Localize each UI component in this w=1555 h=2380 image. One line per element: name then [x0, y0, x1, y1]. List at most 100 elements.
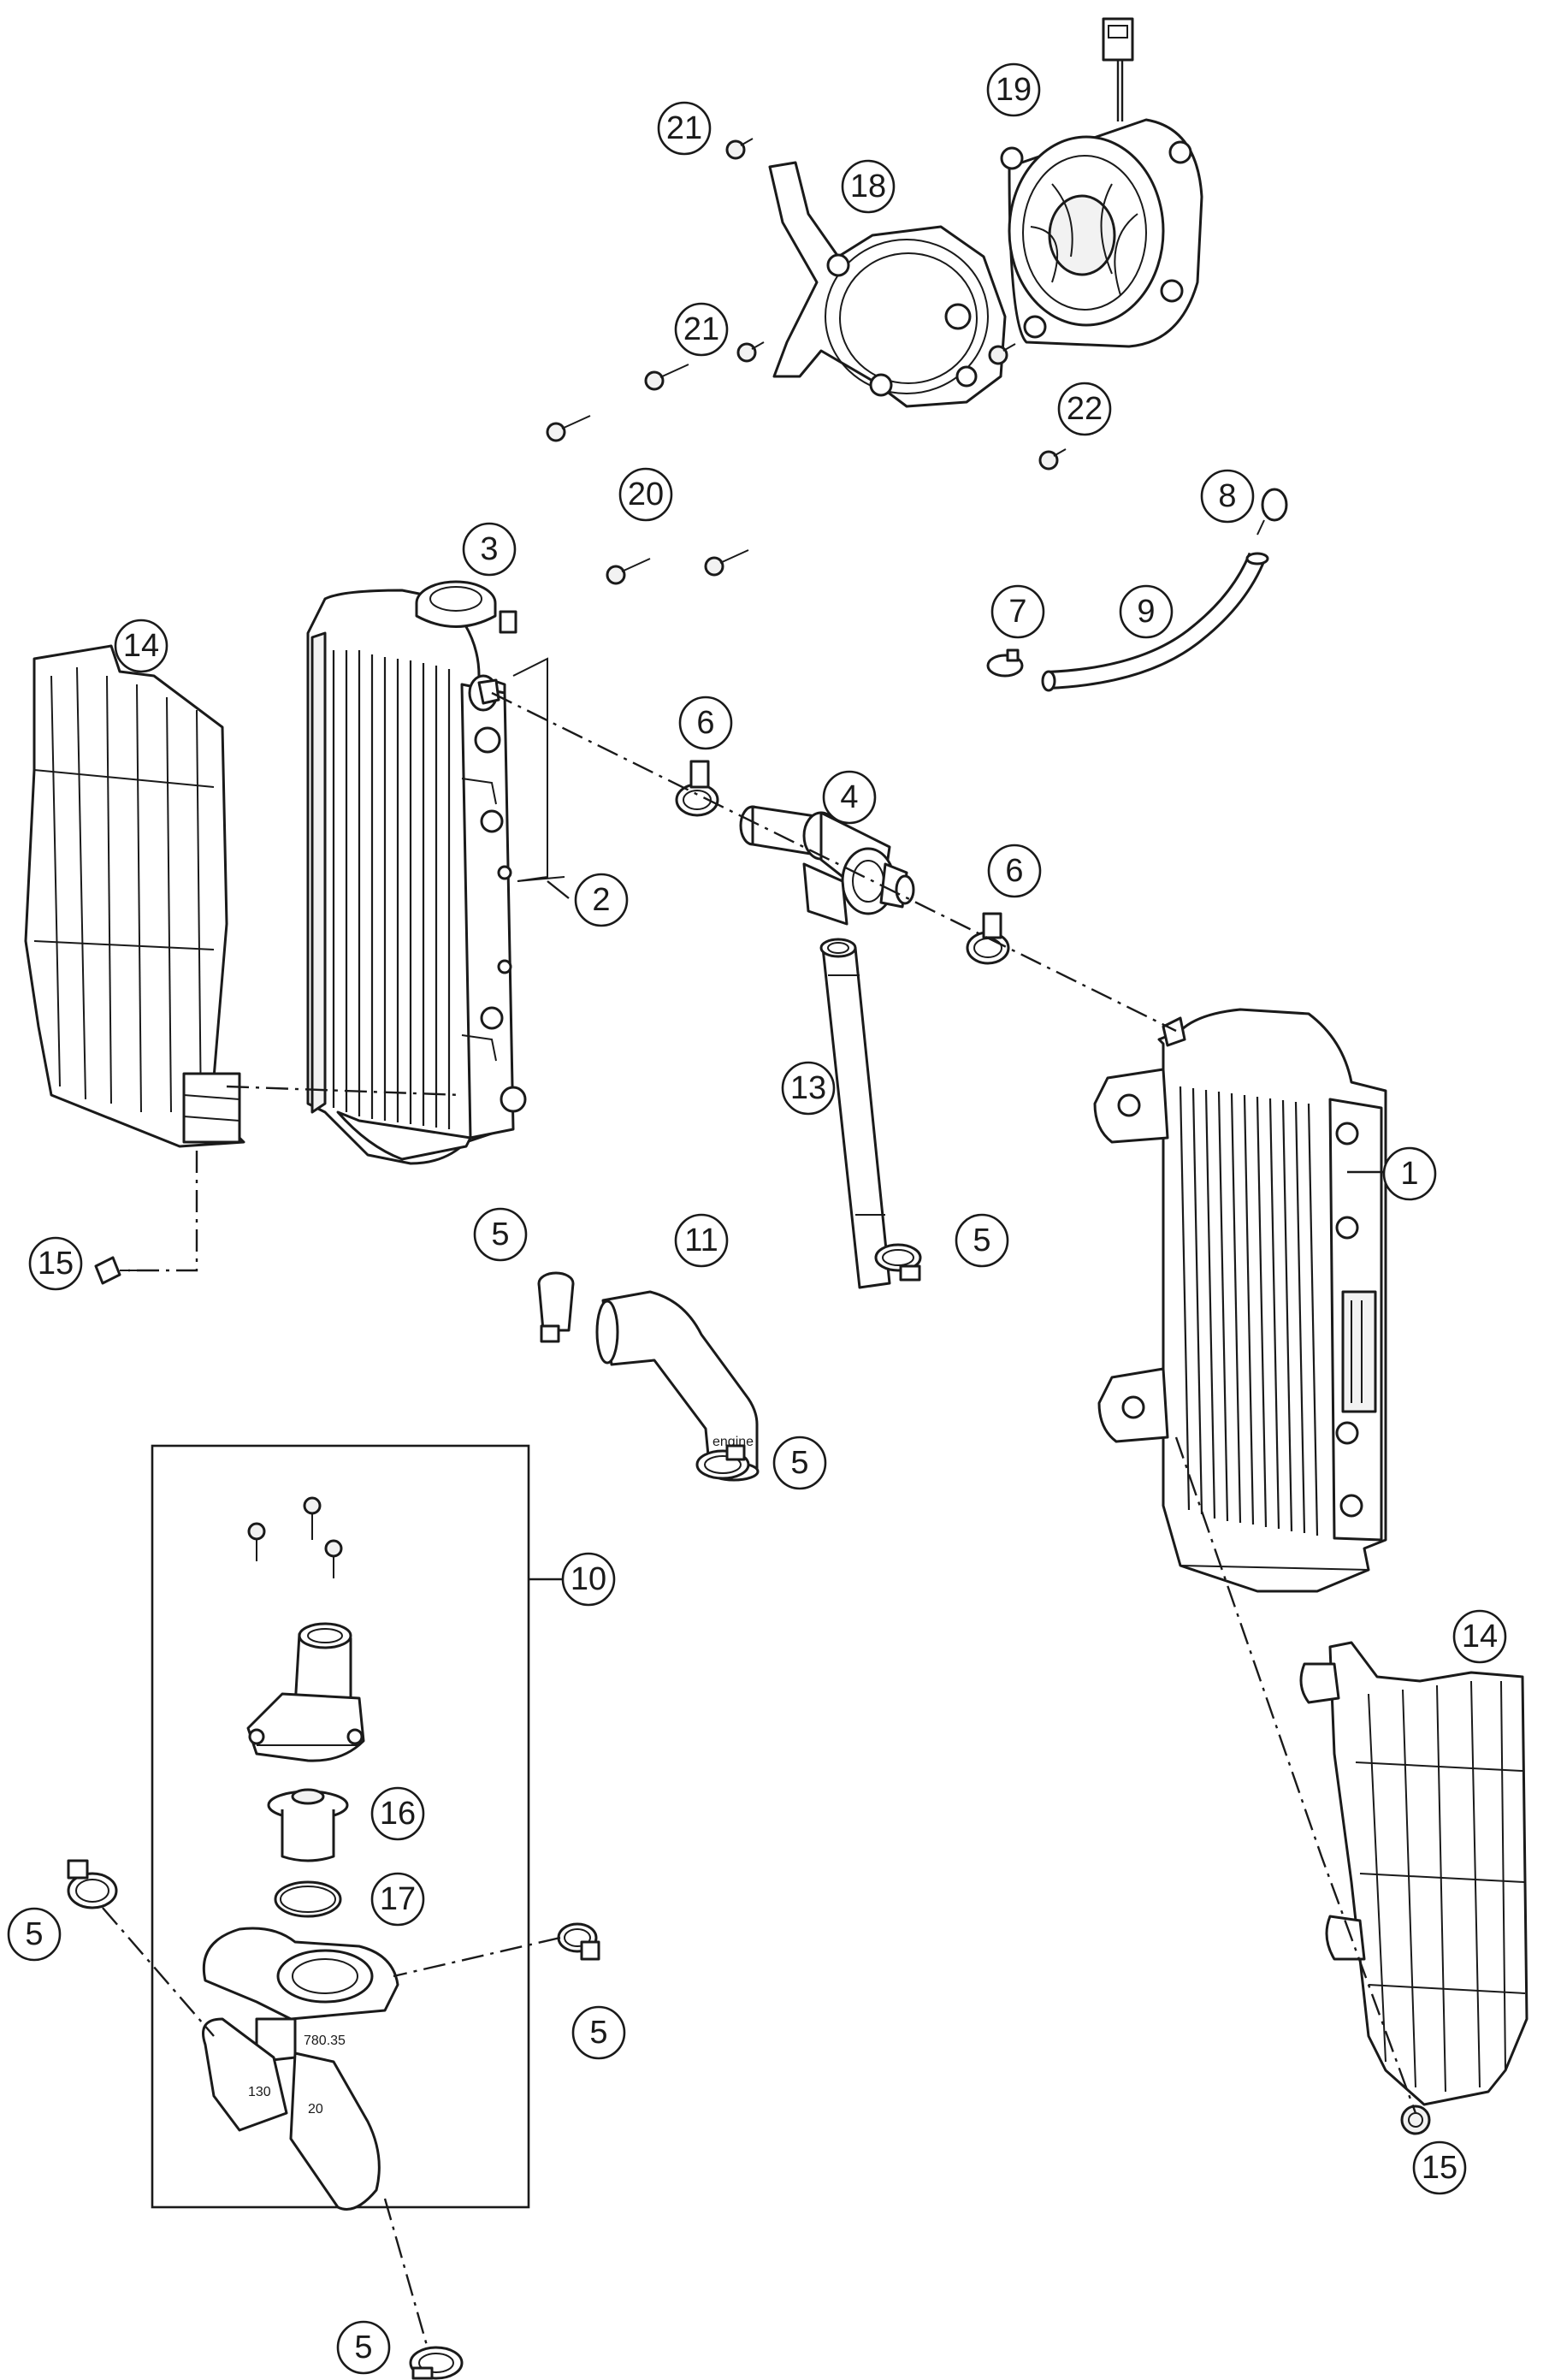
- screw-21-mid: [736, 341, 765, 363]
- svg-text:10: 10: [571, 1561, 606, 1597]
- callout-15-left: 15: [28, 1236, 83, 1291]
- callout-5-hose-end: 5: [772, 1436, 827, 1490]
- right-radiator: [1093, 1008, 1387, 1593]
- screw-20-b: [644, 364, 689, 391]
- screws: [546, 138, 1067, 585]
- callout-5-kit-bottom: 5: [336, 2320, 391, 2375]
- hose-clamp-6-lower: [966, 912, 1010, 965]
- callouts: 1 2 3 4 5 5 5 5 5 5 6 6 7 8 9 10 11 13 1…: [7, 62, 1507, 2375]
- callout-5-kit-right: 5: [571, 2005, 626, 2060]
- hose-clamp-5-kit-right: [557, 1922, 600, 1961]
- callout-20: 20: [618, 467, 673, 522]
- svg-text:14: 14: [123, 628, 159, 664]
- svg-text:3: 3: [480, 531, 498, 567]
- svg-text:15: 15: [1422, 2150, 1457, 2186]
- hose-clamp-5-pipe-bottom: [874, 1243, 922, 1282]
- callout-6-upper: 6: [678, 696, 733, 750]
- screw-22-a: [988, 343, 1016, 365]
- thermostat-o-ring: [274, 1880, 342, 1918]
- callout-22: 22: [1057, 382, 1112, 436]
- hose-clamp-6-upper: [675, 760, 719, 817]
- radiator-cap: [415, 580, 497, 628]
- svg-text:7: 7: [1008, 594, 1026, 630]
- svg-text:21: 21: [683, 311, 719, 347]
- callout-17: 17: [370, 1872, 425, 1927]
- lower-hose-marking-a: 130: [248, 2085, 271, 2099]
- callout-7: 7: [990, 584, 1045, 639]
- svg-text:13: 13: [790, 1070, 826, 1106]
- callout-4: 4: [822, 770, 877, 825]
- svg-text:18: 18: [850, 169, 886, 204]
- coolant-pipe: [819, 938, 891, 1289]
- callout-8: 8: [1200, 469, 1255, 524]
- svg-text:17: 17: [380, 1881, 416, 1917]
- lower-hose-marking-b: 20: [308, 2102, 323, 2117]
- left-radiator: [306, 589, 565, 1165]
- callout-16: 16: [370, 1786, 425, 1841]
- svg-text:8: 8: [1218, 478, 1236, 514]
- thermostat-housing-hoses: 780.35 130 20: [202, 1927, 399, 2211]
- callout-18: 18: [841, 159, 896, 214]
- callout-14-left: 14: [114, 619, 169, 673]
- svg-text:5: 5: [589, 2015, 607, 2051]
- bolt-15-left: [94, 1256, 141, 1285]
- hose-connector-tee: [739, 805, 915, 926]
- right-radiator-fins: [1179, 1086, 1319, 1536]
- svg-text:16: 16: [380, 1796, 416, 1832]
- hose-clamp-5-kit-left: [67, 1859, 118, 1909]
- svg-text:6: 6: [696, 705, 714, 741]
- callout-3: 3: [462, 522, 517, 577]
- screw-21-top: [725, 138, 754, 160]
- svg-text:22: 22: [1067, 391, 1103, 427]
- svg-text:11: 11: [684, 1223, 718, 1258]
- svg-text:1: 1: [1400, 1156, 1418, 1192]
- callout-5-upper-left: 5: [473, 1207, 528, 1262]
- svg-text:4: 4: [840, 779, 858, 815]
- left-radiator-louvre: [24, 644, 245, 1148]
- breather-hose: [1041, 552, 1269, 692]
- kit-screws: [247, 1496, 343, 1578]
- svg-text:5: 5: [491, 1217, 509, 1252]
- hose-clamp-5-upper-left: [537, 1271, 575, 1343]
- callout-10: 10: [561, 1552, 616, 1607]
- svg-text:6: 6: [1005, 853, 1023, 889]
- hose-clamp-7: [986, 648, 1024, 678]
- svg-text:5: 5: [25, 1916, 43, 1952]
- callout-1: 1: [1382, 1146, 1437, 1201]
- callout-11: 11: [674, 1213, 729, 1268]
- callout-15-right: 15: [1412, 2140, 1467, 2195]
- callout-5-pipe: 5: [955, 1213, 1009, 1268]
- svg-text:5: 5: [354, 2330, 372, 2365]
- screw-20-c: [606, 558, 651, 585]
- screw-20-d: [704, 549, 749, 577]
- svg-text:20: 20: [628, 477, 664, 512]
- hose-clamp-5-kit-bottom: [409, 2346, 464, 2380]
- left-radiator-fins: [332, 650, 451, 1129]
- svg-text:5: 5: [790, 1445, 808, 1481]
- thermostat: [267, 1788, 349, 1862]
- cooling-fan: [1000, 17, 1203, 348]
- fan-shroud-bracket: [768, 161, 1007, 408]
- svg-text:21: 21: [666, 110, 702, 146]
- thermostat-housing-cover: [246, 1622, 365, 1762]
- hose-clamp-8: [1256, 488, 1288, 536]
- svg-text:15: 15: [38, 1246, 74, 1282]
- hose-clamp-5-hose-end: [695, 1444, 750, 1480]
- svg-text:9: 9: [1137, 594, 1155, 630]
- svg-text:2: 2: [592, 882, 610, 918]
- callout-21-top: 21: [657, 101, 712, 156]
- svg-text:5: 5: [973, 1223, 990, 1258]
- svg-text:19: 19: [996, 72, 1032, 108]
- right-radiator-louvre: [1299, 1641, 1528, 2106]
- screw-20-a: [546, 415, 591, 442]
- svg-text:14: 14: [1462, 1619, 1498, 1655]
- callout-5-kit-left: 5: [7, 1907, 62, 1962]
- screw-22-b: [1038, 448, 1067, 471]
- callout-6-lower: 6: [987, 844, 1042, 898]
- callout-9: 9: [1119, 584, 1174, 639]
- thermostat-housing-marking: 780.35: [304, 2034, 346, 2048]
- callout-13: 13: [781, 1061, 836, 1116]
- leader-lines: [547, 880, 1386, 1174]
- callout-19: 19: [986, 62, 1041, 117]
